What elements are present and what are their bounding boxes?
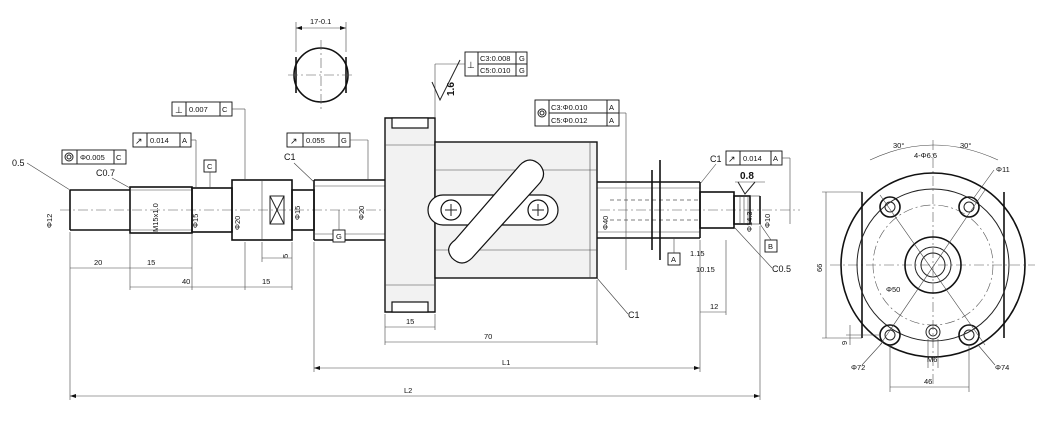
- datum-g-ref-1: G: [519, 54, 525, 63]
- tolerance-frame-runout-right: ↗ 0.014 A 0.8: [725, 150, 791, 224]
- datum-a-box: A: [671, 255, 676, 264]
- angle-30-right: 30°: [960, 141, 971, 150]
- c5-runout-value: C5:0.010: [480, 66, 510, 75]
- datum-g-ref-2: G: [519, 66, 525, 75]
- chamfer-c0.7-label: C0.7: [96, 168, 115, 178]
- perpendicular-value: 0.007: [189, 105, 208, 114]
- counterbore-11: Φ11: [996, 165, 1010, 174]
- dia-10-label: Φ10: [763, 214, 772, 228]
- runout-mid-value: 0.055: [306, 136, 325, 145]
- dim-15-b: 15: [262, 277, 270, 286]
- ball-nut: [384, 117, 598, 313]
- runout-symbol-left: ↗: [135, 136, 143, 146]
- runout-right-value: 0.014: [743, 154, 762, 163]
- tolerance-frame-perpendicular: ⊥ 0.007 C: [171, 101, 246, 180]
- dia-20-b-label: Φ20: [357, 206, 366, 220]
- dia-15-b-label: Φ15: [293, 206, 302, 220]
- dim-9: 9: [840, 341, 849, 345]
- c3-runout-value: C3:0.008: [480, 54, 510, 63]
- perp-symbol: ⊥: [467, 60, 475, 70]
- dim-l1: L1: [502, 358, 510, 367]
- datum-a-ref-1: A: [609, 103, 614, 112]
- main-shaft: [60, 160, 800, 260]
- tolerance-frame-nut-flange: ⊥ C3:0.008 C5:0.010 G G 1.6: [431, 51, 528, 118]
- datum-a-ref-left: A: [182, 136, 187, 145]
- feature-labels: 0.5 C0.7 C1 C1 C1 C0.5 Φ12 M15x1.0 Φ15 Φ…: [12, 152, 791, 320]
- datum-c-box: C: [207, 162, 213, 171]
- dim-10.15: 10.15: [696, 265, 715, 274]
- pcd-50: Φ50: [886, 285, 900, 294]
- chamfer-c1-nut-label: C1: [628, 310, 640, 320]
- top-width-label: 17-0.1: [310, 17, 331, 26]
- dim-l2: L2: [404, 386, 412, 395]
- tolerance-frame-runout-left: ↗ 0.014 A: [132, 132, 197, 188]
- dim-70: 70: [484, 332, 492, 341]
- top-section-view: 17-0.1: [288, 17, 355, 112]
- perp-symbol-left: ⊥: [175, 105, 183, 115]
- angle-30-left: 30°: [893, 141, 904, 150]
- dia-40-label: Φ40: [601, 216, 610, 230]
- tolerance-frame-nut-concentric: C3:Φ0.010 C5:Φ0.012 A A: [534, 99, 627, 270]
- dim-1.15: 1.15: [690, 249, 705, 258]
- datum-markers: C G A B: [203, 159, 778, 266]
- dim-15-c: 15: [406, 317, 414, 326]
- runout-symbol-right: ↗: [728, 154, 736, 164]
- bolt-hole-count: 4-Φ6.6: [914, 151, 937, 160]
- dia-74: Φ74: [995, 363, 1009, 372]
- dia-72: Φ72: [851, 363, 865, 372]
- end-view: 30° 30° 4-Φ6.6 Φ11 Φ50 Φ72 Φ74 66 9 M6 4…: [815, 140, 1035, 392]
- datum-c-ref: C: [222, 105, 228, 114]
- datum-g-ref-mid: G: [341, 136, 347, 145]
- chamfer-c1-left-label: C1: [284, 152, 296, 162]
- chamfer-0.5-label: 0.5: [12, 158, 25, 168]
- datum-b-box: B: [768, 242, 773, 251]
- dia-14-label: Φ14.3: [745, 211, 754, 232]
- runout-left-value: 0.014: [150, 136, 169, 145]
- thread-m15-label: M15x1.0: [151, 203, 160, 232]
- c3-concentric-value: C3:Φ0.010: [551, 103, 587, 112]
- datum-g-box: G: [336, 232, 342, 241]
- concentric-left-value: Φ0.005: [80, 153, 105, 162]
- oil-hole-m6: M6: [927, 355, 937, 364]
- tolerance-frame-concentric-left: Φ0.005 C: [61, 149, 127, 165]
- dim-12: 12: [710, 302, 718, 311]
- dia-12-label: Φ12: [45, 214, 54, 228]
- c5-concentric-value: C5:Φ0.012: [551, 116, 587, 125]
- chamfer-c1-right-label: C1: [710, 154, 722, 164]
- dia-15-a-label: Φ15: [191, 214, 200, 228]
- tolerance-frame-runout-mid: ↗ 0.055 G: [286, 132, 369, 180]
- dimensions: 20 15 40 15 5 15 70 12 1.15 10.15 L1 L2: [69, 226, 761, 400]
- surface-roughness-right: 0.8: [740, 171, 754, 182]
- dia-20-a-label: Φ20: [233, 216, 242, 230]
- dim-46: 46: [924, 377, 932, 386]
- datum-c-ref-left: C: [116, 153, 122, 162]
- runout-symbol-mid: ↗: [290, 136, 298, 146]
- datum-a-ref-right: A: [773, 154, 778, 163]
- dim-15-a: 15: [147, 258, 155, 267]
- dim-40: 40: [182, 277, 190, 286]
- chamfer-c0.5-label: C0.5: [772, 264, 791, 274]
- dim-66: 66: [815, 264, 824, 272]
- dim-5: 5: [281, 254, 290, 258]
- surface-roughness-nut: 1.6: [446, 82, 457, 96]
- dim-20: 20: [94, 258, 102, 267]
- datum-a-ref-2: A: [609, 116, 614, 125]
